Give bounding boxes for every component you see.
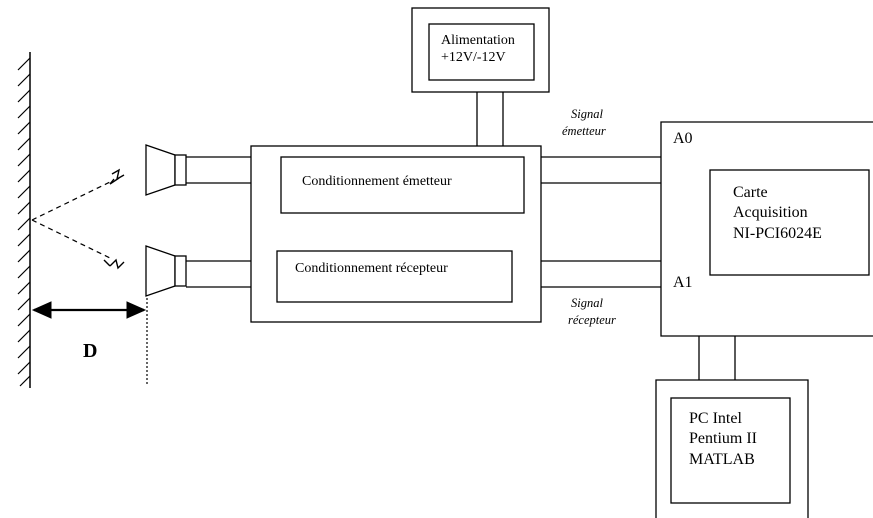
distance-arrow	[31, 298, 148, 386]
port-a1-label: A1	[673, 274, 693, 291]
carte-label-line3: NI-PCI6024E	[733, 225, 822, 242]
pc-label-line2: Pentium II	[689, 430, 757, 447]
wall	[17, 52, 31, 388]
alimentation-cable	[476, 92, 504, 146]
cond-recepteur-label: Conditionnement récepteur	[295, 261, 448, 276]
signal-emetteur-label-line2: émetteur	[562, 124, 606, 138]
alimentation-label-line1: Alimentation	[441, 33, 515, 48]
cond-emetteur-label: Conditionnement émetteur	[302, 174, 452, 189]
signal-cables	[541, 156, 661, 288]
carte-label-line1: Carte	[733, 184, 768, 201]
signal-recepteur-label-line2: récepteur	[568, 313, 616, 327]
distance-label: D	[83, 340, 98, 362]
receiver-wave-symbol	[103, 258, 125, 270]
signal-recepteur-label-line1: Signal	[571, 296, 603, 310]
pc-label-line3: MATLAB	[689, 451, 755, 468]
emitter-wave-symbol	[109, 168, 125, 185]
alimentation-box	[411, 7, 550, 93]
receiver-transducer	[145, 245, 187, 297]
pc-box	[655, 379, 809, 518]
port-a0-label: A0	[673, 130, 693, 147]
transducer-cables	[186, 156, 251, 288]
acquisition-box	[660, 121, 873, 337]
emitter-transducer	[145, 144, 187, 196]
carte-label-line2: Acquisition	[733, 204, 808, 221]
signal-emetteur-label-line1: Signal	[571, 107, 603, 121]
pc-label-line1: PC Intel	[689, 410, 742, 427]
pc-cable	[698, 336, 736, 380]
alimentation-label-line2: +12V/-12V	[441, 50, 506, 65]
conditioning-box	[250, 145, 542, 323]
ultrasound-beam-paths	[31, 181, 111, 259]
